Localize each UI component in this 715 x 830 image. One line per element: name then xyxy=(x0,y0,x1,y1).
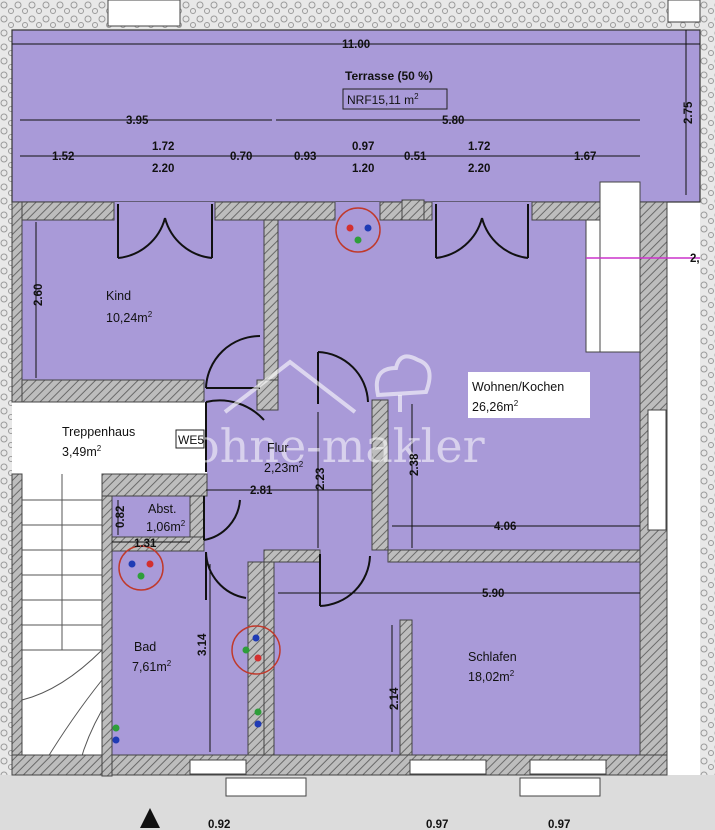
dim-terrace-depth: 2.75 xyxy=(683,101,695,124)
door-swings xyxy=(117,204,529,607)
window-box-right-inner xyxy=(585,219,601,353)
water-symbol-bad xyxy=(231,625,281,675)
dim-bottom2: 0.97 xyxy=(426,819,448,830)
dim-seg5a: 0.97 xyxy=(352,141,374,153)
dim-seg2b: 2.20 xyxy=(152,163,174,175)
dim-seg2a: 1.72 xyxy=(152,141,174,153)
dim-edge-cut: 2, xyxy=(690,253,700,265)
watermark-house-logo xyxy=(223,354,432,414)
window-box-right xyxy=(599,181,641,353)
terrace-area-box xyxy=(342,88,448,110)
we-label: WE5 xyxy=(178,433,204,447)
water-symbol-bad-wall xyxy=(112,708,262,744)
dim-wohnen-width: 4.06 xyxy=(494,521,516,533)
dim-flur-width: 2.81 xyxy=(250,485,273,497)
dim-seg3: 0.70 xyxy=(230,151,252,163)
dim-seg8: 1.67 xyxy=(574,151,596,163)
terrace-area xyxy=(11,29,701,203)
dim-right-span: 5.80 xyxy=(442,115,464,127)
stair-steps xyxy=(21,474,103,771)
dim-schlafen-depth: 2.14 xyxy=(389,687,401,710)
kind-name: Kind xyxy=(106,289,131,303)
watermark-text: ohne-makler xyxy=(192,419,485,473)
dim-abst-depth: 0.82 xyxy=(115,506,127,528)
dim-abst-width: 1.31 xyxy=(134,538,157,550)
dim-seg4: 0.93 xyxy=(294,151,316,163)
entrance-arrow-icon xyxy=(140,808,160,828)
wohnen-label-box xyxy=(468,372,590,418)
bad-area: 7,61m2 xyxy=(132,659,172,674)
outside-ground-right xyxy=(700,0,715,830)
treppenhaus-area: 3,49m2 xyxy=(62,444,102,459)
water-connection-symbols xyxy=(112,207,381,744)
schlafen-area: 18,02m2 xyxy=(468,669,515,684)
outside-ground-bottom xyxy=(0,775,715,830)
dim-bottom1: 0.92 xyxy=(208,819,230,830)
dim-seg7a: 1.72 xyxy=(468,141,490,153)
wohnen-area: 26,26m2 xyxy=(472,399,519,414)
terrace-name: Terrasse (50 %) xyxy=(345,69,433,83)
bad-name: Bad xyxy=(134,640,156,654)
flur-area: 2,23m2 xyxy=(264,460,304,475)
dim-seg7b: 2.20 xyxy=(468,163,490,175)
dim-seg5b: 1.20 xyxy=(352,163,374,175)
dim-seg1: 1.52 xyxy=(52,151,74,163)
water-symbol-abst xyxy=(118,545,164,591)
kind-area: 10,24m2 xyxy=(106,310,153,325)
dim-wohnen-depth: 2.38 xyxy=(409,453,421,476)
outside-ground-left xyxy=(0,30,12,775)
dim-bad-depth: 3.14 xyxy=(197,633,209,656)
terrace-area-label: NRF15,11 m2 xyxy=(347,92,419,107)
dim-total-width: 11.00 xyxy=(342,39,370,51)
stair-landing xyxy=(12,402,207,474)
schlafen-name: Schlafen xyxy=(468,650,517,664)
dim-seg6: 0.51 xyxy=(404,151,427,163)
treppenhaus-name: Treppenhaus xyxy=(62,425,135,439)
water-symbol-terrace xyxy=(335,207,381,253)
dim-bottom3: 0.97 xyxy=(548,819,570,830)
dim-kind-depth: 2.60 xyxy=(33,284,45,306)
flur-name: Flur xyxy=(267,441,289,455)
windows xyxy=(107,0,701,797)
abst-area: 1,06m2 xyxy=(146,519,186,534)
wohnen-name: Wohnen/Kochen xyxy=(472,380,564,394)
dimension-labels: 11.00 2.75 3.95 5.80 1.52 1.72 2.20 0.70… xyxy=(33,39,700,830)
outside-ground-top xyxy=(0,0,715,30)
dimension-lines xyxy=(12,30,700,752)
dim-schlafen-width: 5.90 xyxy=(482,588,504,600)
we-label-box xyxy=(175,429,205,449)
abst-name: Abst. xyxy=(148,502,177,516)
dim-left-span: 3.95 xyxy=(126,115,149,127)
dim-flur-depth: 2.23 xyxy=(315,468,327,490)
